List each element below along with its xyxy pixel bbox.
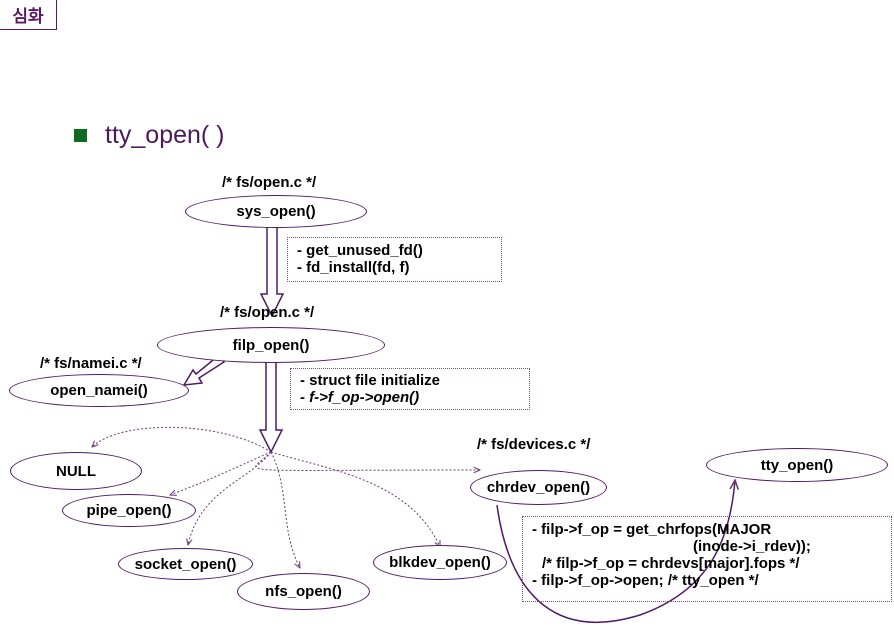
hollow-arrow-filp-to-namei: [182, 354, 226, 386]
note-chrdev-line: (inode->i_rdev));: [693, 538, 811, 555]
hollow-arrow-sys-to-filp: [259, 223, 285, 318]
node-nfs-open: nfs_open(): [237, 573, 370, 610]
node-tty-open: tty_open(): [706, 448, 888, 482]
note-sys-open-line: - get_unused_fd(): [297, 242, 423, 259]
node-sys-open: sys_open(): [185, 195, 367, 228]
node-pipe-open: pipe_open(): [62, 494, 196, 527]
note-chrdev-line: - filp->f_op = get_chrfops(MAJOR: [532, 521, 772, 538]
fan-arrow-nfs: [270, 451, 300, 568]
note-chrdev: - filp->f_op = get_chrfops(MAJOR (inode-…: [522, 516, 892, 602]
node-chrdev-open: chrdev_open(): [470, 470, 607, 505]
fan-arrow-null: [92, 426, 272, 453]
note-sys-open: - get_unused_fd() - fd_install(fd, f): [287, 237, 502, 282]
label-open-c-top: /* fs/open.c */: [222, 174, 317, 191]
node-null: NULL: [10, 452, 142, 490]
chrdev-to-tty-curve: [496, 480, 735, 624]
note-filp-open: - struct file initialize - f->f_op->open…: [290, 368, 530, 410]
heading-text: tty_open( ): [105, 120, 225, 149]
fan-arrow-pipe: [170, 451, 272, 495]
hollow-arrow-filp-to-fan: [258, 359, 284, 454]
node-socket-open: socket_open(): [118, 548, 253, 580]
node-open-namei: open_namei(): [9, 374, 189, 407]
bullet-square-icon: [74, 128, 87, 142]
label-namei-c: /* fs/namei.c */: [40, 355, 142, 372]
slide-heading: tty_open( ): [74, 118, 225, 152]
label-devices-c: /* fs/devices.c */: [477, 436, 591, 453]
fan-arrow-chrdev: [255, 451, 480, 470]
fan-arrow-socket: [188, 451, 272, 545]
section-tab: 심화: [0, 0, 57, 30]
note-chrdev-line: - filp->f_op->open; /* tty_open */: [532, 572, 759, 589]
note-sys-open-line: - fd_install(fd, f): [297, 259, 410, 276]
note-filp-open-line: - struct file initialize: [300, 372, 441, 389]
node-filp-open: filp_open(): [157, 327, 385, 363]
node-blkdev-open: blkdev_open(): [373, 545, 507, 580]
note-filp-open-line: - f->f_op->open(): [300, 389, 420, 406]
label-open-c-filp: /* fs/open.c */: [220, 304, 315, 321]
note-chrdev-line: /* filp->f_op = chrdevs[major].fops */: [542, 555, 800, 572]
fan-arrow-blkdev: [270, 451, 440, 547]
